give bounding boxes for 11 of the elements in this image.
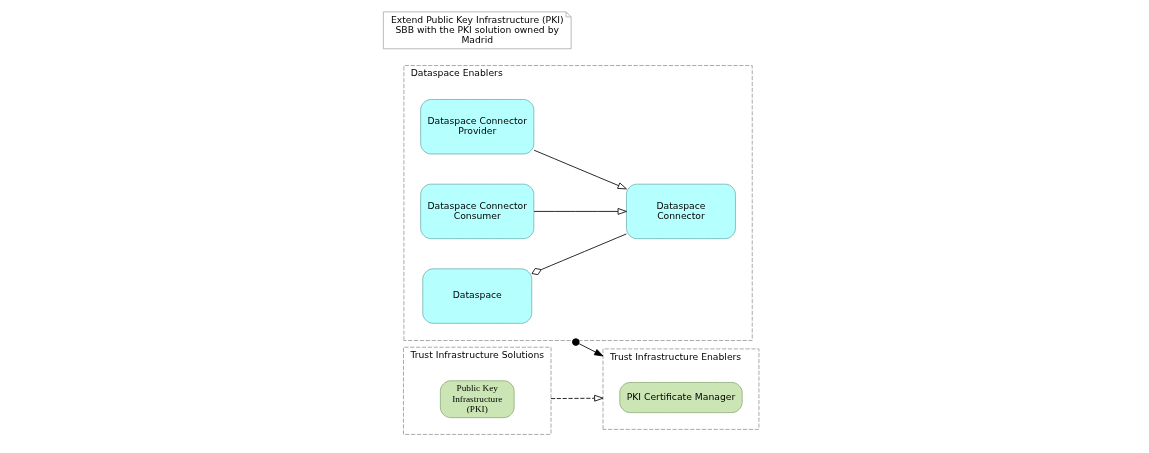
node-box: Dataspace: [422, 268, 533, 324]
node-box: PKI Certificate Manager: [619, 382, 743, 413]
arrow: [533, 149, 627, 190]
arrow: [533, 208, 627, 215]
connector: [531, 233, 627, 276]
node-box: Public Key Infrastructure (PKI): [440, 380, 515, 418]
node-box: Dataspace Connector Provider: [420, 99, 535, 155]
arrow: [550, 394, 604, 402]
node-box: Dataspace Connector Consumer: [420, 183, 535, 239]
node-box: Dataspace Connector: [626, 183, 736, 239]
arrow: [572, 338, 604, 357]
